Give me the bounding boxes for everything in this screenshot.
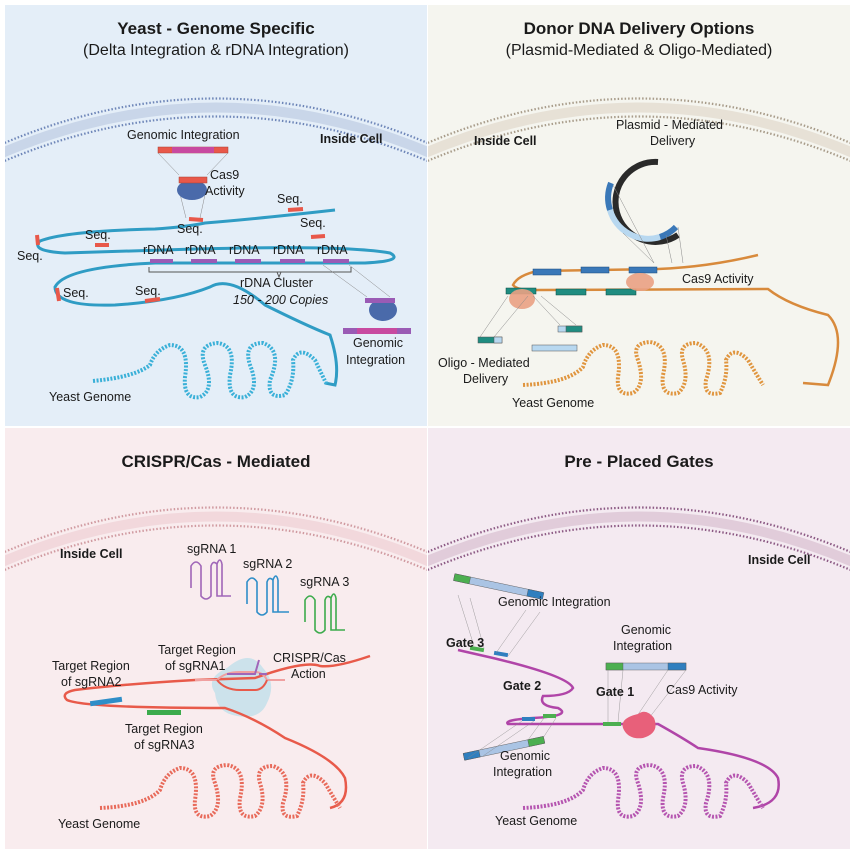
target-region-label: of sgRNA1 xyxy=(165,659,226,673)
panel-yeast-genome-specific: Yeast - Genome Specific (Delta Integrati… xyxy=(5,5,427,426)
plasmid-label: Plasmid - Mediated xyxy=(616,118,723,132)
panel-pre-placed-gates: Pre - Placed Gates Inside Cell Genomic I… xyxy=(428,428,850,849)
target-region-label: of sgRNA3 xyxy=(134,738,195,752)
cas9-icon xyxy=(626,273,654,291)
target-region-sgrna3 xyxy=(147,710,181,715)
target-region-label: Target Region xyxy=(158,643,236,657)
inside-cell-label: Inside Cell xyxy=(748,553,811,567)
integration-label: Integration xyxy=(613,639,673,653)
genomic-integration-right xyxy=(322,264,411,334)
panel-title: Donor DNA Delivery Options xyxy=(523,19,755,38)
gate3-label: Gate 3 xyxy=(446,636,485,650)
seq-markers xyxy=(35,207,326,303)
crispr-cas-illustration xyxy=(5,506,427,819)
seq-label: Seq. xyxy=(63,286,89,300)
plasmid-icon xyxy=(605,158,680,245)
genomic-integration-blocks xyxy=(453,573,687,761)
rdna-label: rDNA xyxy=(273,243,304,257)
target-region-sgrna2 xyxy=(89,696,123,707)
panel-crispr-cas-mediated: CRISPR/Cas - Mediated Inside Cell sgRNA … xyxy=(5,428,427,849)
donor-dna-delivery-illustration xyxy=(428,97,850,396)
inside-cell-label: Inside Cell xyxy=(474,134,537,148)
yeast-genome-label: Yeast Genome xyxy=(512,396,595,410)
sgrna1-icon xyxy=(190,559,231,600)
rdna-label: rDNA xyxy=(143,243,174,257)
yeast-genome-label: Yeast Genome xyxy=(58,817,141,831)
panel-donor-dna-delivery: Donor DNA Delivery Options (Plasmid-Medi… xyxy=(428,5,850,426)
unwound-region xyxy=(195,659,285,691)
delivery-label: Delivery xyxy=(650,134,696,148)
genomic-label: Genomic xyxy=(621,623,672,637)
panel-subtitle: (Plasmid-Mediated & Oligo-Mediated) xyxy=(505,42,773,59)
cell-membrane xyxy=(5,97,427,162)
pre-placed-gates-illustration xyxy=(428,506,850,819)
cell-membrane xyxy=(428,506,850,571)
seq-label: Seq. xyxy=(300,216,326,230)
panel-title: Pre - Placed Gates xyxy=(564,452,714,471)
yeast-genome-label: Yeast Genome xyxy=(495,814,578,828)
rdna-cluster-bracket xyxy=(148,267,352,279)
target-region-label: of sgRNA2 xyxy=(61,675,122,689)
dna-strand xyxy=(63,654,371,810)
rdna-label: rDNA xyxy=(185,243,216,257)
yeast-genome-specific-illustration xyxy=(5,97,427,400)
sgrna2-label: sgRNA 2 xyxy=(243,557,293,571)
seq-label: Seq. xyxy=(135,284,161,298)
oligo-fragments xyxy=(477,295,583,352)
target-region-label: Target Region xyxy=(52,659,130,673)
integration-label: Integration xyxy=(346,353,406,367)
rdna-copies-label: 150 - 200 Copies xyxy=(233,293,329,307)
seq-label: Seq. xyxy=(177,222,203,236)
cas9-icon xyxy=(622,711,656,739)
chromosome-coil xyxy=(99,762,342,819)
chromosome-coil xyxy=(522,339,765,396)
gate1-label: Gate 1 xyxy=(596,685,635,699)
inside-cell-label: Inside Cell xyxy=(320,132,383,146)
crispr-action-label: Action xyxy=(291,667,326,681)
delivery-label: Delivery xyxy=(463,372,509,386)
cell-membrane xyxy=(5,506,427,571)
plasmid-guide-lines xyxy=(612,184,684,264)
genomic-label: Genomic xyxy=(353,336,404,350)
genomic-label: Genomic xyxy=(500,749,551,763)
target-region-label: Target Region xyxy=(125,722,203,736)
genomic-integration-label: Genomic Integration xyxy=(127,128,240,142)
rdna-label: rDNA xyxy=(317,243,348,257)
dna-strand xyxy=(36,208,396,387)
integration-label: Integration xyxy=(493,765,553,779)
sgrna2-icon xyxy=(246,575,289,616)
cell-membrane xyxy=(428,97,850,162)
cas9-label: Cas9 xyxy=(210,168,240,182)
yeast-genome-label: Yeast Genome xyxy=(49,390,132,404)
inside-cell-label: Inside Cell xyxy=(60,547,123,561)
sgrna3-label: sgRNA 3 xyxy=(300,575,350,589)
gate2-label: Gate 2 xyxy=(503,679,542,693)
chromosome-coil xyxy=(522,762,765,819)
cas9-activity-label: Cas9 Activity xyxy=(682,272,754,286)
chromosome-coil xyxy=(92,340,329,400)
sgrna3-icon xyxy=(304,593,345,634)
rdna-label: rDNA xyxy=(229,243,260,257)
seq-label: Seq. xyxy=(17,249,43,263)
activity-label: Activity xyxy=(205,184,245,198)
sgrna1-label: sgRNA 1 xyxy=(187,542,237,556)
seq-label: Seq. xyxy=(85,228,111,242)
cas9-icon xyxy=(177,180,207,200)
seq-label: Seq. xyxy=(277,192,303,206)
oligo-label: Oligo - Mediated xyxy=(438,356,530,370)
panel-title: CRISPR/Cas - Mediated xyxy=(121,452,311,471)
cas9-activity-label: Cas9 Activity xyxy=(666,683,738,697)
rdna-cluster-label: rDNA Cluster xyxy=(240,276,313,290)
blue-donor-blocks xyxy=(532,266,658,276)
genomic-integration-label: Genomic Integration xyxy=(498,595,611,609)
cas9-icon xyxy=(509,289,535,309)
dna-strand xyxy=(511,253,840,387)
panel-title: Yeast - Genome Specific xyxy=(117,19,315,38)
panel-subtitle: (Delta Integration & rDNA Integration) xyxy=(83,42,349,59)
crispr-action-label: CRISPR/Cas xyxy=(273,651,346,665)
